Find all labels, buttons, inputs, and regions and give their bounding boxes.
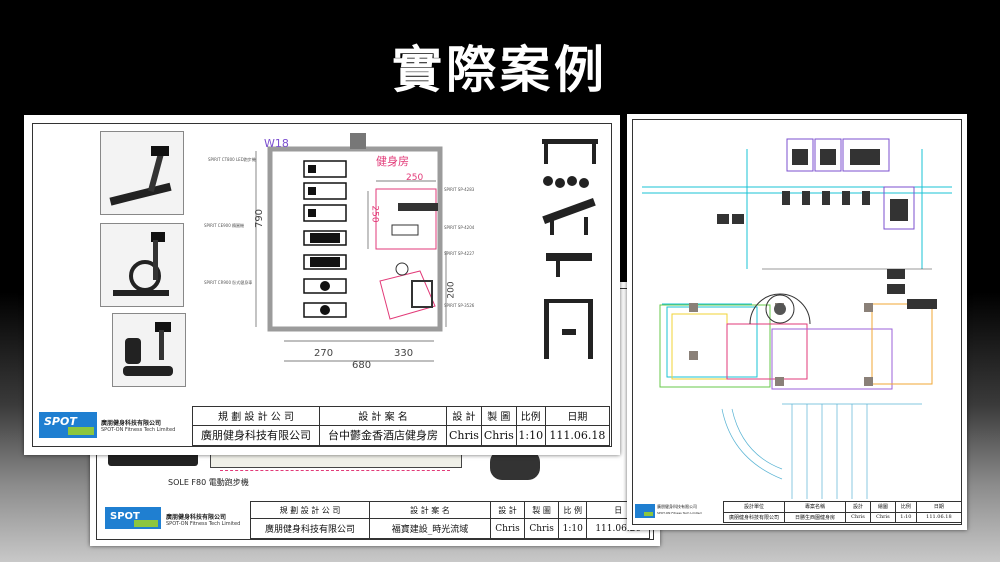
tb-project: 日勝生西園健身房 — [784, 511, 846, 523]
logo-company-name: 廣朋健身科技有限公司 — [166, 514, 227, 521]
tb-company: 廣朋健身科技有限公司 — [723, 511, 785, 523]
tb-company: 廣朋健身科技有限公司 — [250, 518, 370, 539]
tb-header-drafter: 繪圖 — [869, 501, 896, 513]
spec-note: SPIRIT SP-4204 — [444, 225, 475, 230]
main-floorplan-drawing — [255, 133, 447, 362]
tb-header-date: 日期 — [915, 501, 963, 513]
tb-header-project: 專案名稱 — [784, 501, 846, 513]
machine-plan-notes — [220, 470, 450, 477]
tb-scale: 1:10 — [894, 511, 917, 523]
tb-header-company: 規 劃 設 計 公 司 — [192, 406, 320, 426]
tb-header-designer: 設計 — [845, 501, 871, 513]
tb-designer: Chris — [489, 518, 526, 539]
logo-company-name: 廣朋健身科技有限公司 — [101, 420, 162, 427]
right-floorplan-sheet: 廣朋健身科技有限公司 SPOT-ON Fitness Tech Limited … — [627, 114, 967, 530]
tb-project: 福寶建設_時光流域 — [369, 518, 491, 539]
company-logo: SPOT — [38, 410, 98, 440]
tb-drafter: Chris — [869, 511, 896, 523]
tb-header-company: 規 劃 設 計 公 司 — [250, 500, 370, 520]
main-title-block: 規 劃 設 計 公 司 設 計 案 名 設 計 製 圖 比例 日期 廣朋健身科技… — [192, 406, 611, 447]
logo-company-name: 廣朋健身科技有限公司 — [657, 504, 697, 509]
tb-header-designer: 設 計 — [446, 406, 482, 426]
tb-designer: Chris — [845, 511, 871, 523]
logo-company-en: SPOT-ON Fitness Tech Limited — [657, 511, 702, 515]
tb-header-scale: 比 例 — [558, 500, 588, 520]
tb-date: 111.06.18 — [915, 511, 963, 523]
tb-company: 廣朋健身科技有限公司 — [192, 424, 320, 447]
tb-header-designer: 設 計 — [489, 500, 526, 520]
tb-drafter: Chris — [524, 518, 560, 539]
right-floorplan-drawing — [642, 138, 952, 499]
tb-scale: 1:10 — [515, 424, 546, 447]
right-title-block: 設計單位 專案名稱 設計 繪圖 比例 日期 廣朋健身科技有限公司 日勝生西園健身… — [723, 501, 963, 523]
dim-total-width: 680 — [352, 360, 372, 371]
tb-header-project: 設 計 案 名 — [369, 500, 491, 520]
tb-header-company: 設計單位 — [723, 501, 785, 513]
room-label: 健身房 — [376, 155, 409, 168]
tb-date: 111.06.18 — [544, 424, 611, 447]
spec-note: SPIRIT SP-3526 — [444, 303, 475, 308]
strength-equipment-photos — [542, 139, 598, 359]
dim-height: 790 — [254, 208, 266, 229]
spec-note: SPIRIT SP-4283 — [444, 187, 475, 192]
dim-right-width: 330 — [394, 348, 414, 359]
treadmill-photo — [100, 131, 184, 215]
tb-header-date: 日期 — [544, 406, 611, 426]
dim-area-width: 250 — [406, 173, 424, 183]
tb-header-project: 設 計 案 名 — [319, 406, 447, 426]
tb-project: 台中鬱金香酒店健身房 — [319, 424, 447, 447]
logo-company-en: SPOT-ON Fitness Tech Limited — [101, 427, 176, 433]
tb-drafter: Chris — [480, 424, 517, 447]
main-floorplan-sheet: SPIRIT CT800 LED跑步機 SPIRIT CE900 橢圓機 SPI… — [24, 115, 620, 455]
dim-area-height: 250 — [369, 205, 380, 223]
dim-left-width: 270 — [314, 348, 334, 359]
company-logo: SPOT — [104, 504, 162, 532]
tb-header-drafter: 製 圖 — [480, 406, 517, 426]
elliptical-photo — [100, 223, 184, 307]
dim-right-height: 200 — [446, 281, 457, 299]
back-title-block: 規 劃 設 計 公 司 設 計 案 名 設 計 製 圖 比 例 日 廣朋健身科技… — [250, 500, 650, 539]
tb-header-drafter: 製 圖 — [524, 500, 560, 520]
logo-company-en: SPOT-ON Fitness Tech Limited — [166, 521, 241, 527]
svg-text:SPOT: SPOT — [110, 511, 140, 522]
tb-header-scale: 比例 — [515, 406, 546, 426]
back-sheet-caption: SOLE F80 電動跑步機 — [168, 478, 249, 487]
spec-note: SPIRIT CE900 橢圓機 — [204, 223, 245, 228]
exercise-bike-image — [490, 450, 540, 480]
recumbent-bike-photo — [112, 313, 186, 387]
spec-note: SPIRIT CT800 LED跑步機 — [208, 157, 256, 162]
tb-scale: 1:10 — [558, 518, 588, 539]
svg-text:SPOT: SPOT — [44, 415, 78, 428]
spec-note: SPIRIT SP-4227 — [444, 251, 475, 256]
tb-header-scale: 比例 — [894, 501, 917, 513]
slide-title: 實際案例 — [392, 41, 608, 99]
wall-label: W18 — [264, 137, 289, 150]
spec-note: SPIRIT CR900 臥式健身車 — [204, 280, 253, 285]
tb-designer: Chris — [446, 424, 482, 447]
company-logo — [635, 503, 655, 518]
